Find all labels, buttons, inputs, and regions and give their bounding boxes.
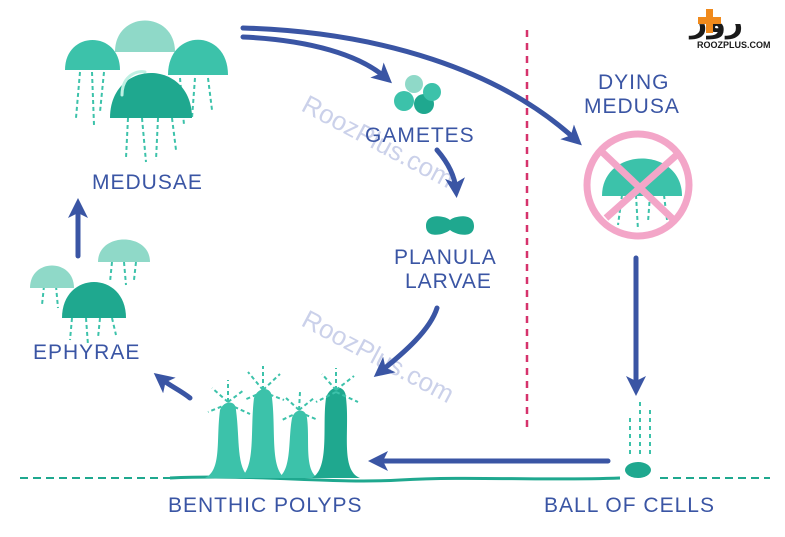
arrow-medusae-to-dying-medusa [240,25,582,146]
benthic-polyps-illustration [205,366,360,478]
seabed-line [20,475,770,483]
gametes-illustration [394,75,441,114]
arrow-gametes-to-planula [434,147,465,198]
medusae-illustration [65,20,228,163]
cycle-arrows [68,25,646,471]
label-gametes: GAMETES [365,124,475,147]
label-benthic-polyps: BENTHIC POLYPS [168,494,363,517]
label-dying-line2: MEDUSA [584,95,680,118]
label-planula-line1: PLANULA [394,246,497,269]
arrow-planula-to-polyps [373,305,440,377]
prohibited-circle [583,130,693,240]
ball-of-cells-illustration [625,402,651,478]
arrow-polyps-to-ephyrae [153,373,193,401]
label-ball-of-cells: BALL OF CELLS [544,494,715,517]
roozplus-logo: روز ROOZPLUS.COM [688,5,771,50]
planula-illustration [426,216,474,235]
label-planula-line2: LARVAE [405,270,492,293]
label-medusae: MEDUSAE [92,171,203,194]
logo-plus-horizontal [698,17,721,24]
label-ephyrae: EPHYRAE [33,341,140,364]
watermark-lower: RoozPlus.com [297,304,459,409]
arrow-medusae-to-gametes [240,34,392,84]
dying-medusa-illustration [583,130,693,240]
ephyrae-illustration [30,239,150,346]
label-dying-line1: DYING [598,71,670,94]
logo-url: ROOZPLUS.COM [697,40,771,50]
